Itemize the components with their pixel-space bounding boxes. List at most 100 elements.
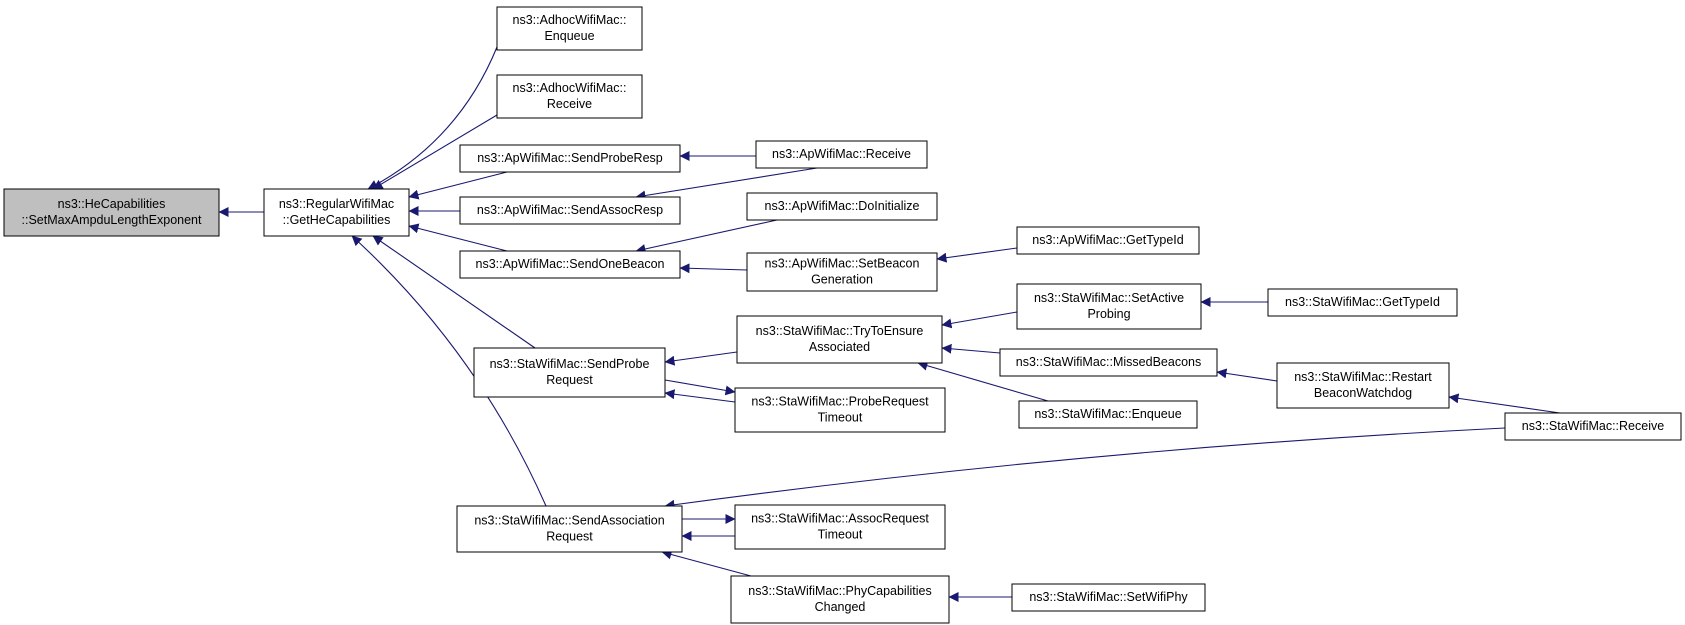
edge-n18-to-n12 (941, 343, 1001, 354)
node-box (1504, 412, 1682, 441)
edge-n11-to-n6 (679, 263, 748, 274)
node-label: ::SetMaxAmpduLengthExponent (22, 213, 203, 227)
edge-n23-to-n8 (664, 427, 1506, 510)
edge-n4-to-n1 (408, 171, 508, 200)
edge-n7-to-n1 (372, 235, 536, 349)
function-node[interactable]: ns3::ApWifiMac::SendOneBeacon (459, 250, 681, 279)
node-label: ns3::StaWifiMac::GetTypeId (1285, 295, 1440, 309)
node-label: ns3::ApWifiMac::SendOneBeacon (476, 257, 665, 271)
node-box (1267, 288, 1458, 317)
edge-n8-to-n1 (351, 235, 547, 507)
node-label: ns3::StaWifiMac::SendAssociation (474, 513, 664, 527)
node-box (746, 192, 938, 221)
function-nodes: ns3::HeCapabilities::SetMaxAmpduLengthEx… (3, 6, 1682, 624)
function-node[interactable]: ns3::ApWifiMac::GetTypeId (1016, 226, 1200, 255)
node-label: ns3::StaWifiMac::Receive (1522, 419, 1664, 433)
node-label: ns3::HeCapabilities (58, 197, 166, 211)
node-label: ::GetHeCapabilities (283, 213, 391, 227)
node-label: ns3::ApWifiMac::DoInitialize (765, 199, 920, 213)
edge-n2-to-n1 (367, 46, 498, 190)
edge-n10-to-n6 (635, 219, 778, 254)
edge-n19-to-n12 (917, 360, 1049, 402)
edge-n7-to-n13 (664, 379, 736, 396)
node-label: ns3::StaWifiMac::SetActive (1034, 291, 1184, 305)
node-label: ns3::ApWifiMac::GetTypeId (1032, 233, 1183, 247)
node-label: Changed (815, 600, 866, 614)
edge-n3-to-n1 (372, 114, 498, 190)
node-label: Request (546, 373, 593, 387)
node-label: Timeout (818, 527, 863, 541)
node-box (734, 504, 946, 550)
node-label: ns3::StaWifiMac::SendProbe (490, 357, 650, 371)
node-box (456, 505, 683, 553)
focus-function-node: ns3::HeCapabilities::SetMaxAmpduLengthEx… (3, 188, 220, 237)
edge-n23-to-n22 (1448, 393, 1561, 414)
node-label: Generation (811, 272, 873, 286)
function-node[interactable]: ns3::StaWifiMac::Enqueue (1018, 400, 1198, 429)
node-label: ns3::StaWifiMac::PhyCapabilities (748, 584, 931, 598)
node-box (1276, 362, 1450, 409)
function-node[interactable]: ns3::StaWifiMac::SetWifiPhy (1011, 583, 1206, 612)
node-label: ns3::RegularWifiMac (279, 197, 394, 211)
node-box (459, 144, 681, 173)
node-label: ns3::StaWifiMac::AssocRequest (751, 511, 929, 525)
node-label: ns3::ApWifiMac::SendProbeResp (477, 151, 663, 165)
node-label: ns3::StaWifiMac::Restart (1294, 370, 1432, 384)
edge-n13-to-n7 (664, 389, 736, 403)
node-label: ns3::StaWifiMac::MissedBeacons (1016, 355, 1202, 369)
edge-n12-to-n7 (664, 351, 738, 366)
edge-n17-to-n12 (941, 311, 1018, 329)
node-label: BeaconWatchdog (1314, 386, 1412, 400)
node-box (3, 188, 220, 237)
node-box (999, 348, 1218, 377)
node-box (746, 252, 938, 292)
node-label: Associated (809, 340, 870, 354)
edge-n15-to-n8 (661, 549, 752, 577)
node-label: Receive (547, 97, 592, 111)
node-box (1011, 583, 1206, 612)
edge-n22-to-n18 (1216, 368, 1278, 382)
node-box (459, 196, 681, 225)
node-label: ns3::StaWifiMac::TryToEnsure (756, 324, 924, 338)
function-node[interactable]: ns3::ApWifiMac::SendProbeResp (459, 144, 681, 173)
node-label: ns3::StaWifiMac::ProbeRequest (751, 394, 929, 408)
function-node[interactable]: ns3::AdhocWifiMac::Enqueue (496, 6, 643, 51)
function-node[interactable]: ns3::StaWifiMac::MissedBeacons (999, 348, 1218, 377)
call-edges (218, 46, 1561, 602)
node-box (1018, 400, 1198, 429)
node-box (459, 250, 681, 279)
node-label: Request (546, 529, 593, 543)
function-node[interactable]: ns3::ApWifiMac::DoInitialize (746, 192, 938, 221)
function-node[interactable]: ns3::ApWifiMac::SendAssocResp (459, 196, 681, 225)
node-box (1016, 283, 1202, 330)
node-label: ns3::ApWifiMac::Receive (772, 147, 911, 161)
node-box (496, 74, 643, 119)
node-box (1016, 226, 1200, 255)
node-label: ns3::AdhocWifiMac:: (513, 81, 627, 95)
node-label: Timeout (818, 410, 863, 424)
function-node[interactable]: ns3::StaWifiMac::Receive (1504, 412, 1682, 441)
function-node[interactable]: ns3::ApWifiMac::Receive (755, 140, 928, 169)
function-node[interactable]: ns3::StaWifiMac::GetTypeId (1267, 288, 1458, 317)
node-box (734, 387, 946, 433)
node-label: ns3::StaWifiMac::SetWifiPhy (1029, 590, 1188, 604)
function-node[interactable]: ns3::RegularWifiMac::GetHeCapabilities (263, 188, 410, 237)
edge-n6-to-n1 (408, 223, 508, 252)
node-box (496, 6, 643, 51)
function-node[interactable]: ns3::AdhocWifiMac::Receive (496, 74, 643, 119)
edge-n16-to-n11 (936, 247, 1018, 263)
edge-n9-to-n5 (635, 167, 818, 201)
node-label: ns3::ApWifiMac::SendAssocResp (477, 203, 663, 217)
node-label: ns3::StaWifiMac::Enqueue (1034, 407, 1181, 421)
node-label: Enqueue (544, 29, 594, 43)
